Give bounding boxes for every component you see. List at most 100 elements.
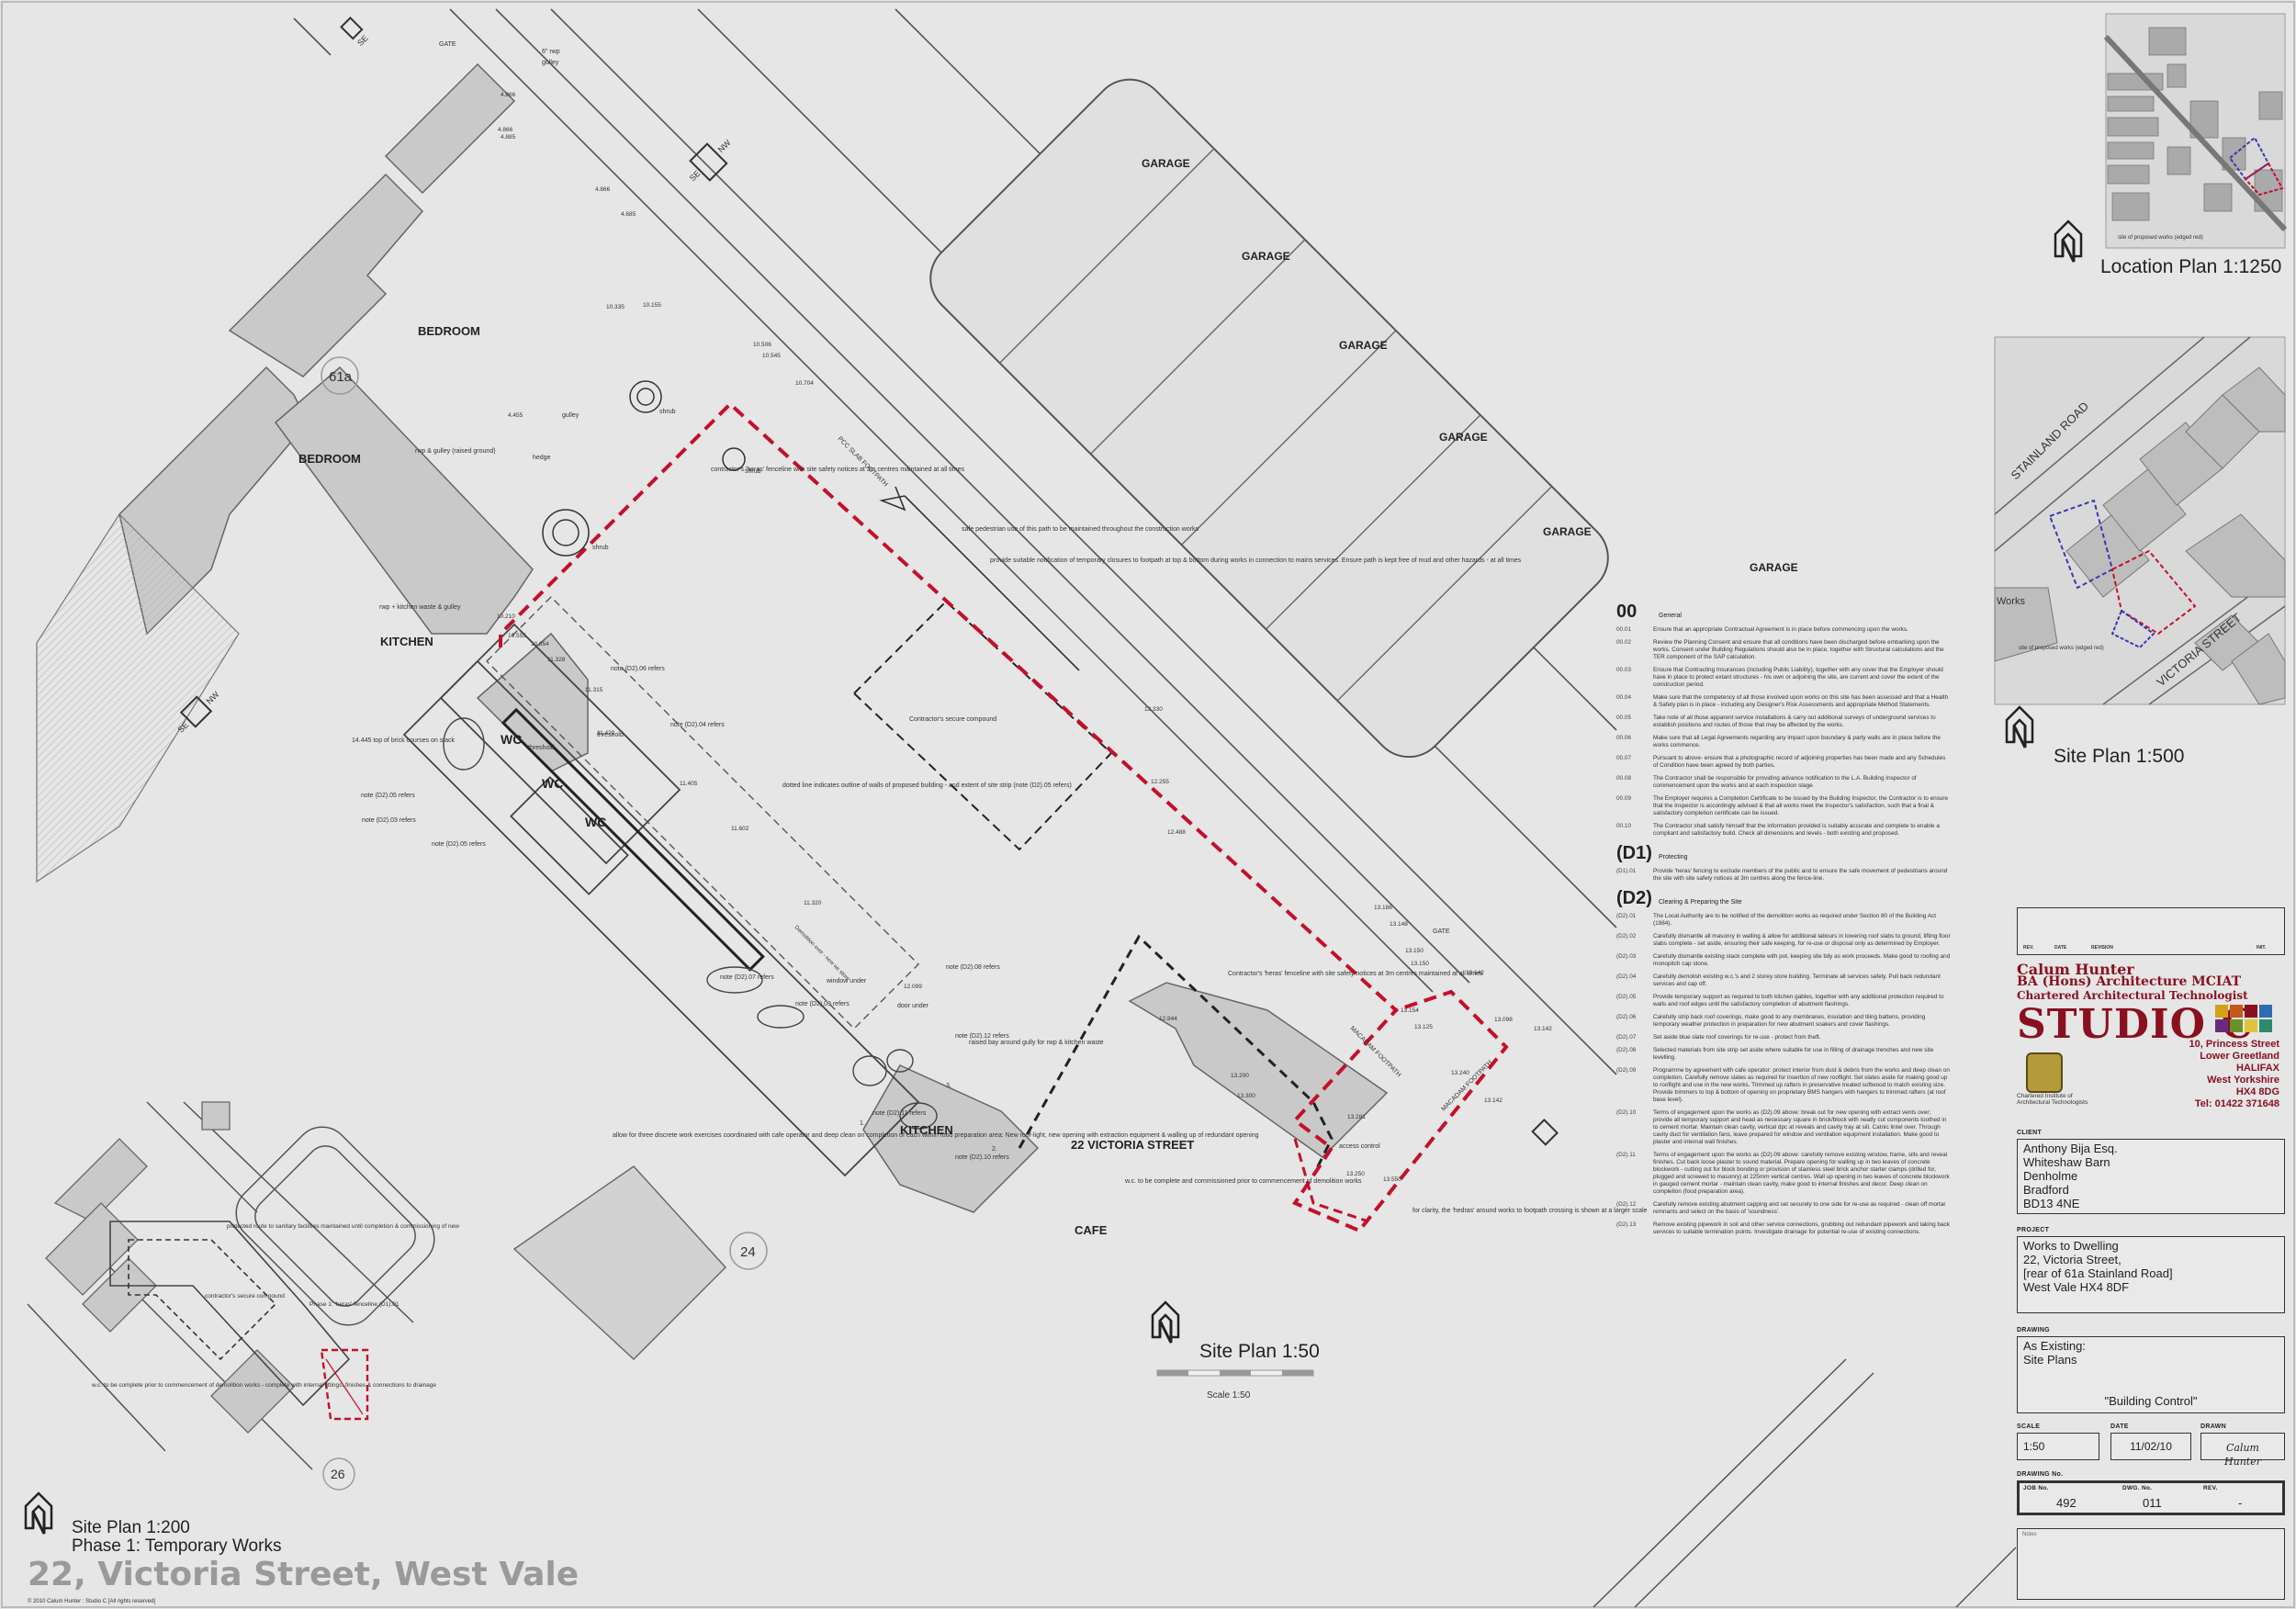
- svg-text:11.328: 11.328: [547, 657, 566, 663]
- date-value: 11/02/10: [2130, 1440, 2172, 1453]
- callout: protected route to sanitary facilities m…: [227, 1223, 459, 1230]
- drawing-label: DRAWING: [2017, 1327, 2050, 1333]
- svg-text:10.555: 10.555: [508, 633, 526, 639]
- garage-label: GARAGE: [1339, 339, 1388, 352]
- note-number: (D2).04: [1616, 973, 1637, 980]
- note-number: (D2).01: [1616, 913, 1637, 919]
- callout: rwp + kitchen waste & gulley: [379, 604, 461, 611]
- callout: allow for three discrete work exercises …: [613, 1132, 1259, 1139]
- shrub-icon: [443, 717, 938, 1130]
- callout: 6" rwp: [542, 49, 560, 55]
- note-text: Selected materials from site strip set a…: [1653, 1047, 1934, 1061]
- plan-subtitle: Phase 1: Temporary Works: [72, 1536, 281, 1556]
- callout: door under: [897, 1003, 929, 1009]
- tree-icon: [542, 380, 746, 557]
- north-marker: SE: [340, 17, 370, 48]
- drawing-details: As Existing: Site Plans: [2023, 1339, 2086, 1367]
- note-number: (D2).02: [1616, 933, 1637, 940]
- site-plan-1-200: 26 protected route to sanitary facilitie…: [24, 1101, 579, 1604]
- copyright: © 2010 Calum Hunter : Studio C [All righ…: [28, 1598, 155, 1604]
- drawn-value: Calum Hunter: [2224, 1442, 2261, 1468]
- svg-text:13.550: 13.550: [1383, 1176, 1401, 1183]
- address-line: West Yorkshire: [2207, 1075, 2279, 1086]
- location-plan-1-1250: site of proposed works (edged red) Locat…: [2054, 13, 2288, 277]
- svg-text:13.098: 13.098: [1494, 1017, 1513, 1023]
- callout: gulley: [562, 412, 580, 419]
- room-label: WC: [542, 776, 563, 791]
- svg-text:10.335: 10.335: [606, 304, 625, 310]
- room-label: WC: [585, 815, 606, 829]
- note-text: Set aside blue slate roof coverings for …: [1653, 1034, 1821, 1041]
- callout: MACADAM FOOTPATH: [1440, 1060, 1493, 1113]
- note-number: (D2).10: [1616, 1109, 1637, 1116]
- note-section-title: Clearing & Preparing the Site: [1659, 899, 1742, 906]
- callout: Demolition over - new wc store: [793, 925, 851, 983]
- plan-title: Site Plan 1:50: [1199, 1341, 1320, 1362]
- svg-text:NW: NW: [205, 690, 221, 706]
- svg-text:12.099: 12.099: [904, 984, 922, 990]
- note-section-code: (D1): [1616, 843, 1652, 863]
- drawn-label: DRAWN: [2200, 1423, 2226, 1430]
- notes-label: Notes: [2022, 1532, 2037, 1537]
- note-text: Provide 'heras' fencing to exclude membe…: [1653, 868, 1948, 882]
- note-section: (D2)Clearing & Preparing the Site(D2).01…: [1616, 888, 1952, 1236]
- note-text: Terms of engagement upon the works as (D…: [1653, 1109, 1947, 1145]
- callout: shrub: [745, 468, 761, 475]
- svg-text:4.455: 4.455: [508, 412, 523, 419]
- rev-header: DATE: [2054, 945, 2067, 951]
- note-number: (D2).12: [1616, 1201, 1637, 1208]
- svg-text:11.315: 11.315: [585, 687, 603, 693]
- svg-text:10.545: 10.545: [762, 353, 781, 359]
- svg-text:13.142: 13.142: [1484, 1097, 1503, 1104]
- svg-text:note (D2).05 refers: note (D2).05 refers: [361, 793, 415, 799]
- note-section-title: Protecting: [1659, 854, 1688, 861]
- north-arrow-icon: [1151, 1300, 1180, 1345]
- callout: access control: [1339, 1143, 1380, 1150]
- note-number: 00.06: [1616, 735, 1631, 741]
- scale-box: 1:50: [2017, 1433, 2099, 1460]
- callout: 1.: [860, 1120, 865, 1127]
- svg-text:13.148: 13.148: [1390, 921, 1408, 928]
- svg-text:10.704: 10.704: [795, 380, 814, 387]
- callout: GATE: [1433, 928, 1450, 935]
- callout: hedge: [533, 455, 551, 461]
- note-text: Carefully dismantle all masonry in walli…: [1653, 933, 1951, 947]
- callout: window under: [826, 978, 867, 985]
- callout: 14.445 top of brick courses on stack: [352, 737, 456, 744]
- plan-title: Site Plan 1:200: [72, 1518, 190, 1537]
- note-number: 00.08: [1616, 775, 1631, 782]
- address-line: HALIFAX: [2235, 1063, 2279, 1074]
- garage-label: GARAGE: [1242, 250, 1290, 263]
- svg-text:note (D2).11 refers: note (D2).11 refers: [872, 1110, 927, 1117]
- studio-name: STUDIO C: [2017, 1001, 2255, 1048]
- note-number: 00.03: [1616, 667, 1631, 673]
- garage-label: GARAGE: [1142, 157, 1190, 170]
- callout: w.c. to be complete and commissioned pri…: [1124, 1178, 1362, 1185]
- svg-text:4.685: 4.685: [621, 211, 636, 218]
- callout: rwp & gulley (raised ground): [415, 448, 496, 455]
- room-label: BEDROOM: [298, 452, 361, 466]
- note-text: The Contractor shall be responsible for …: [1653, 775, 1917, 789]
- note-text: Ensure that Contracting Insurances (incl…: [1653, 667, 1943, 688]
- plot-number: 61a: [329, 369, 353, 385]
- rev-header: INIT.: [2257, 945, 2267, 951]
- designer-name: Calum Hunter: [2017, 961, 2134, 978]
- designer-quals: BA (Hons) Architecture MCIAT: [2017, 974, 2241, 989]
- scale-value: 1:50: [2023, 1440, 2045, 1453]
- note-text: Provide temporary support as required to…: [1653, 994, 1944, 1007]
- north-marker: SE NW: [688, 138, 733, 183]
- svg-text:11.422: 11.422: [597, 730, 615, 737]
- callout: dotted line indicates outline of walls o…: [782, 782, 1072, 789]
- svg-text:10.854: 10.854: [531, 641, 549, 647]
- north-arrow-icon: [2054, 219, 2083, 264]
